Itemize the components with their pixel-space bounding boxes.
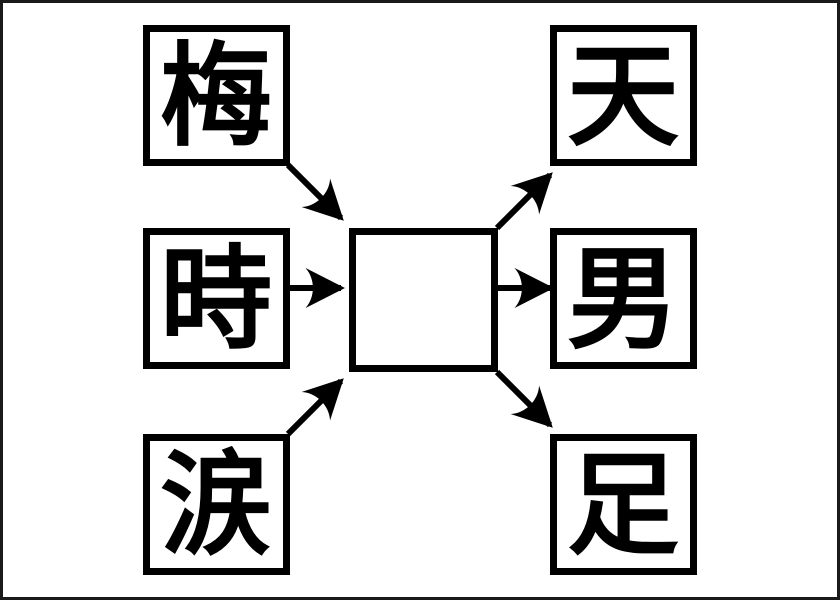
input-cell-top[interactable]: 梅 [143, 25, 290, 166]
input-cell-middle[interactable]: 時 [143, 228, 290, 369]
input-cell-bottom-kanji: 涙 [160, 441, 272, 571]
input-cell-middle-kanji: 時 [160, 235, 272, 365]
input-cell-middle-box[interactable] [143, 228, 290, 369]
output-cell-top-box[interactable] [550, 25, 697, 166]
input-cell-bottom[interactable]: 涙 [143, 434, 290, 575]
arrow-in-bottom-icon [285, 378, 344, 437]
arrow-out-top-icon [494, 172, 553, 231]
output-cell-top-kanji: 天 [567, 32, 679, 162]
output-cell-bottom[interactable]: 足 [550, 434, 697, 575]
arrow-in-top-icon [285, 162, 344, 221]
answer-slot[interactable] [349, 228, 498, 372]
answer-slot-box[interactable] [349, 228, 498, 372]
output-cell-middle[interactable]: 男 [550, 228, 697, 369]
output-cell-bottom-kanji: 足 [567, 441, 679, 571]
input-cell-top-box[interactable] [143, 25, 290, 166]
arrow-out-bottom-icon [494, 369, 553, 428]
output-cell-middle-kanji: 男 [567, 235, 679, 365]
output-cell-top[interactable]: 天 [550, 25, 697, 166]
output-cell-bottom-box[interactable] [550, 434, 697, 575]
input-cell-bottom-box[interactable] [143, 434, 290, 575]
input-cell-top-kanji: 梅 [160, 32, 272, 162]
